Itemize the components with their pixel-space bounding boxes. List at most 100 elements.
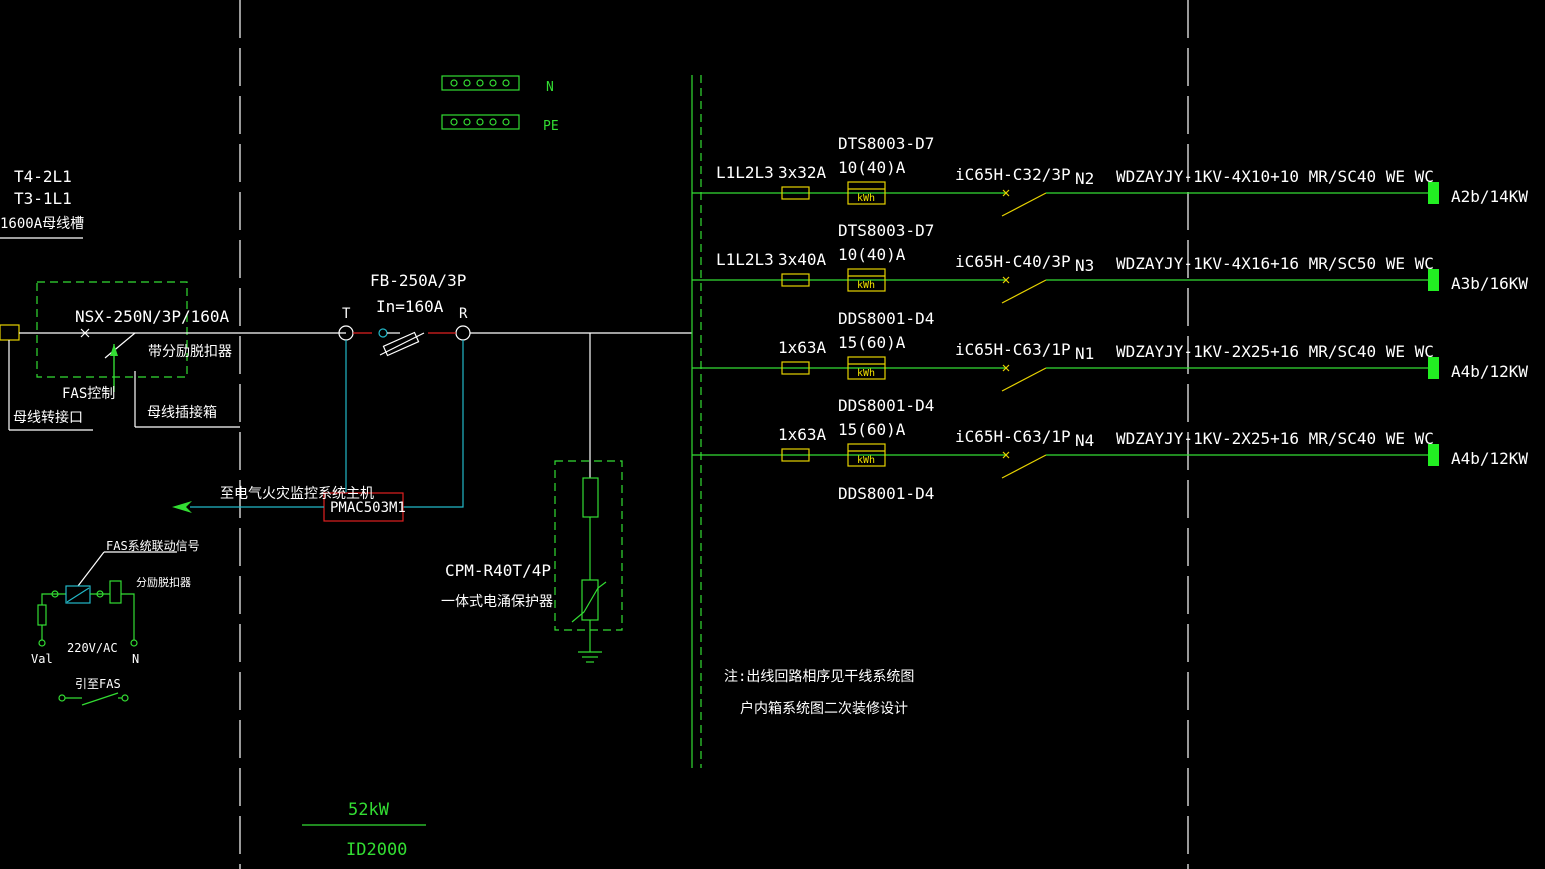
meter-model: DTS8003-D7 [838, 221, 934, 240]
circuit-cable: WDZAYJY-1KV-2X25+16 MR/SC40 WE WC [1116, 342, 1434, 361]
spd-varistor-slash [571, 581, 607, 623]
fas-contact [58, 692, 129, 706]
extra-meter-label: DDS8001-D4 [838, 484, 934, 503]
kwh-meter-box [847, 181, 886, 205]
incoming-breaker-model: NSX-250N/3P/160A [75, 307, 229, 326]
breaker-enclosure [36, 281, 188, 378]
kwh-label: kWh [857, 455, 875, 466]
fas-left-wire [41, 593, 66, 605]
fas-signal-leader [77, 551, 105, 587]
fas-node-2 [96, 590, 104, 598]
main-fuse-rating: In=160A [376, 297, 444, 316]
ct-t-label: T [342, 306, 351, 322]
circuit-no: N2 [1075, 169, 1094, 188]
spd-enclosure [554, 460, 623, 631]
footer-id: ID2000 [346, 840, 407, 860]
kwh-meter-box [847, 356, 886, 380]
circuit-breaker: iC65H-C63/1P [955, 427, 1071, 446]
circuit-load: A4b/12KW [1451, 449, 1528, 468]
meter-model: DDS8001-D4 [838, 309, 934, 328]
spd-varistor [581, 579, 599, 621]
load-terminal-icon [1428, 182, 1439, 204]
fuse-icon [781, 361, 810, 375]
circuit-load: A2b/14KW [1451, 187, 1528, 206]
fuse-icon [781, 273, 810, 287]
circuit-cable: WDZAYJY-1KV-2X25+16 MR/SC40 WE WC [1116, 429, 1434, 448]
host-arrow-icon [172, 501, 192, 513]
to-fas-label: 引至FAS [75, 677, 121, 691]
pe-bar-label: PE [543, 119, 559, 134]
circuit-load: A3b/16KW [1451, 274, 1528, 293]
meter-model: DTS8003-D7 [838, 134, 934, 153]
load-terminal-icon [1428, 357, 1439, 379]
spd-desc: 一体式电涌保护器 [441, 594, 553, 610]
val-terminal [38, 639, 46, 647]
meter-model: DDS8001-D4 [838, 396, 934, 415]
source-label-3: 1600A母线槽 [0, 216, 84, 232]
breaker-blade [1001, 454, 1047, 479]
fas-signal-label: FAS系统联动信号 [106, 539, 200, 553]
pe-terminal-bar: PE [441, 114, 559, 134]
circuit-1: L1L2L3 3x32A DTS8003-D7 10(40)A iC65H-C3… [692, 134, 1528, 217]
note-line-2: 户内箱系统图二次装修设计 [740, 700, 908, 717]
plug-box-label: 母线插接箱 [147, 404, 217, 421]
circuit-breaker: iC65H-C40/3P [955, 252, 1071, 271]
fas-right-wire [121, 593, 135, 640]
circuit-fuse: 1x63A [778, 338, 827, 357]
breaker-blade [1001, 192, 1047, 217]
n-bar-label: N [546, 80, 554, 95]
circuit-breaker: iC65H-C63/1P [955, 340, 1071, 359]
circuit-breaker: iC65H-C32/3P [955, 165, 1071, 184]
spd-model: CPM-R40T/4P [445, 561, 551, 580]
load-terminal-icon [1428, 444, 1439, 466]
n-label: N [132, 652, 139, 666]
meter-rating: 10(40)A [838, 245, 906, 264]
circuit-cable: WDZAYJY-1KV-4X16+16 MR/SC50 WE WC [1116, 254, 1434, 273]
busway-port-label: 母线转接口 [13, 409, 83, 426]
circuit-cable: WDZAYJY-1KV-4X10+10 MR/SC40 WE WC [1116, 167, 1434, 186]
kwh-label: kWh [857, 368, 875, 379]
fuse-icon [781, 448, 810, 462]
ct-r-label: R [459, 306, 468, 322]
circuit-load: A4b/12KW [1451, 362, 1528, 381]
source-label-1: T4-2L1 [14, 167, 72, 186]
busway-interface-box [0, 324, 20, 341]
fas-relay-slash [66, 587, 90, 603]
ct-r-wire [403, 340, 464, 508]
to-host-label: 至电气火灾监控系统主机 [220, 485, 374, 502]
circuit-3: 1x63A DDS8001-D4 15(60)A iC65H-C63/1P N1… [692, 309, 1528, 392]
kwh-meter-box [847, 268, 886, 292]
fas-control-label: FAS控制 [62, 386, 115, 402]
source-label-2: T3-1L1 [14, 189, 72, 208]
circuit-phase: L1L2L3 [716, 250, 774, 269]
main-fuse-model: FB-250A/3P [370, 271, 466, 290]
meter-rating: 15(60)A [838, 333, 906, 352]
kwh-meter-box [847, 443, 886, 467]
kwh-label: kWh [857, 280, 875, 291]
fas-node-1 [51, 590, 59, 598]
circuit-fuse: 3x40A [778, 250, 827, 269]
circuit-fuse: 1x63A [778, 425, 827, 444]
circuit-fuse: 3x32A [778, 163, 827, 182]
kwh-label: kWh [857, 193, 875, 204]
meter-rating: 10(40)A [838, 158, 906, 177]
note-line-1: 注:出线回路相序见干线系统图 [724, 669, 914, 685]
circuit-2: L1L2L3 3x40A DTS8003-D7 10(40)A iC65H-C4… [692, 221, 1528, 304]
n-terminal [130, 639, 138, 647]
load-terminal-icon [1428, 269, 1439, 291]
shunt-coil-box [109, 580, 122, 604]
footer-power: 52kW [348, 800, 390, 820]
fas-fuse [37, 604, 47, 626]
circuit-no: N4 [1075, 431, 1094, 450]
shunt-arrow [110, 344, 118, 392]
meter-rating: 15(60)A [838, 420, 906, 439]
shunt-coil-label: 分励脱扣器 [136, 575, 191, 589]
ct-r-symbol [455, 325, 471, 341]
circuit-4: 1x63A DDS8001-D4 15(60)A iC65H-C63/1P N4… [692, 396, 1528, 479]
main-fuse-switch [353, 328, 456, 357]
incoming-breaker-symbol [80, 328, 346, 359]
circuit-phase: L1L2L3 [716, 163, 774, 182]
n-terminal-bar: N [441, 75, 554, 95]
val-label: Val [31, 652, 53, 666]
